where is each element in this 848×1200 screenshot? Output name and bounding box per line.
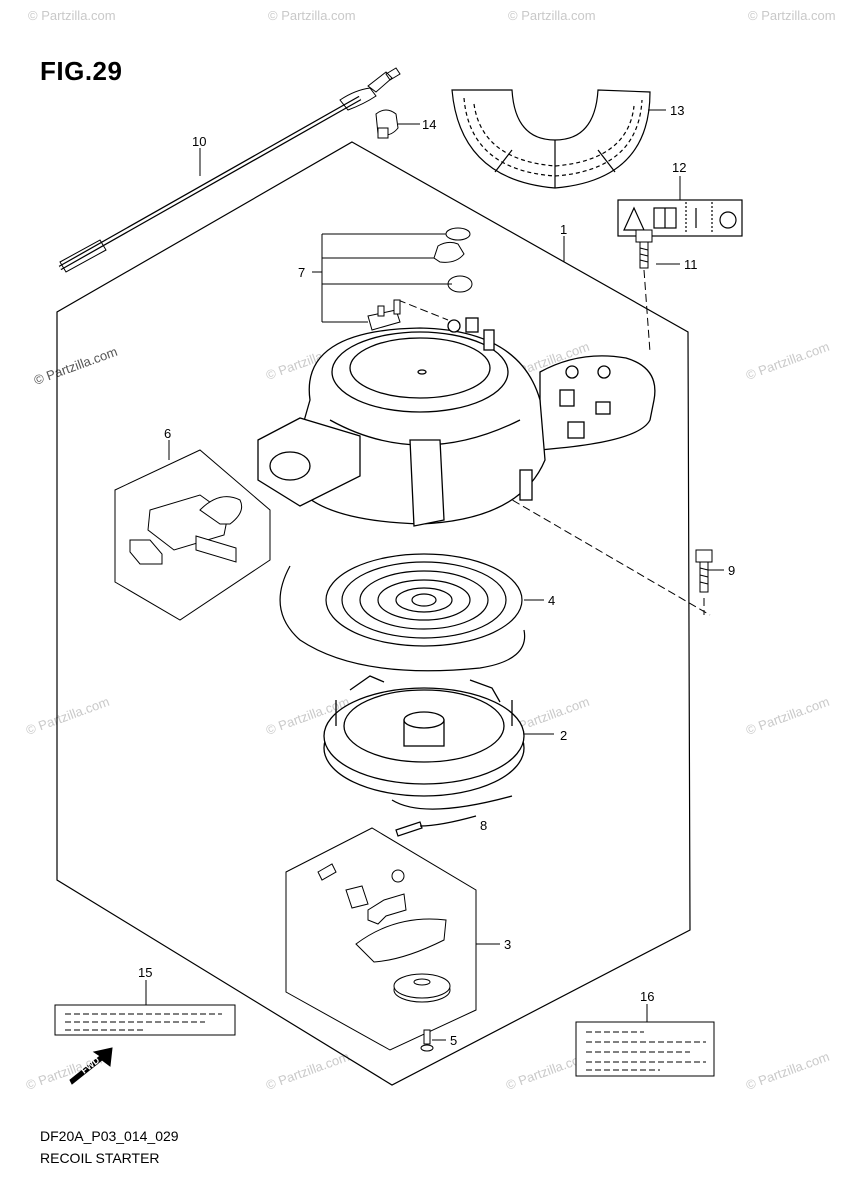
callout-2: 2 <box>560 728 567 743</box>
watermark: © Partzilla.com <box>508 8 596 23</box>
figure-code: DF20A_P03_014_029 <box>40 1128 179 1144</box>
assembly-outline <box>56 141 691 1086</box>
callout-numbers: 1 2 3 4 5 6 7 8 9 10 11 12 13 14 15 16 <box>138 103 735 1048</box>
screw-5 <box>420 1029 434 1052</box>
callout-10: 10 <box>192 134 206 149</box>
starter-housing <box>257 317 656 527</box>
leader-lines <box>145 109 724 1041</box>
figure-name: RECOIL STARTER <box>40 1150 160 1166</box>
callout-15: 15 <box>138 965 152 980</box>
pawl-kit-box <box>285 827 477 1051</box>
callout-14: 14 <box>422 117 436 132</box>
callout-4: 4 <box>548 593 555 608</box>
callout-8: 8 <box>480 818 487 833</box>
shield-cover <box>451 89 651 189</box>
callout-12: 12 <box>672 160 686 175</box>
spiral-spring <box>279 553 526 672</box>
callout-3: 3 <box>504 937 511 952</box>
callout-13: 13 <box>670 103 684 118</box>
callout-7: 7 <box>298 265 305 280</box>
bolt-11 <box>635 229 653 269</box>
cable-clip <box>375 109 399 139</box>
handle-box <box>114 449 271 621</box>
label-15 <box>54 1004 236 1036</box>
watermark: © Partzilla.com <box>744 694 831 738</box>
watermark: © Partzilla.com <box>264 1049 351 1093</box>
figure-title: FIG.29 <box>40 56 123 86</box>
watermark: © Partzilla.com <box>268 8 356 23</box>
callout-9: 9 <box>728 563 735 578</box>
watermark: © Partzilla.com <box>24 694 111 738</box>
watermark: © Partzilla.com <box>748 8 836 23</box>
callout-1: 1 <box>560 222 567 237</box>
rope <box>395 815 477 837</box>
label-16 <box>575 1021 715 1077</box>
callout-5: 5 <box>450 1033 457 1048</box>
watermark: © Partzilla.com <box>28 8 116 23</box>
bolt-9 <box>695 549 713 593</box>
callout-6: 6 <box>164 426 171 441</box>
callout-16: 16 <box>640 989 654 1004</box>
watermark: © Partzilla.com <box>744 339 831 383</box>
starter-cable <box>58 67 401 273</box>
watermark: © Partzilla.com <box>32 344 119 388</box>
callout-11: 11 <box>684 257 698 272</box>
watermark: © Partzilla.com <box>744 1049 831 1093</box>
starter-reel <box>323 675 525 810</box>
small-parts-7 <box>312 227 473 331</box>
